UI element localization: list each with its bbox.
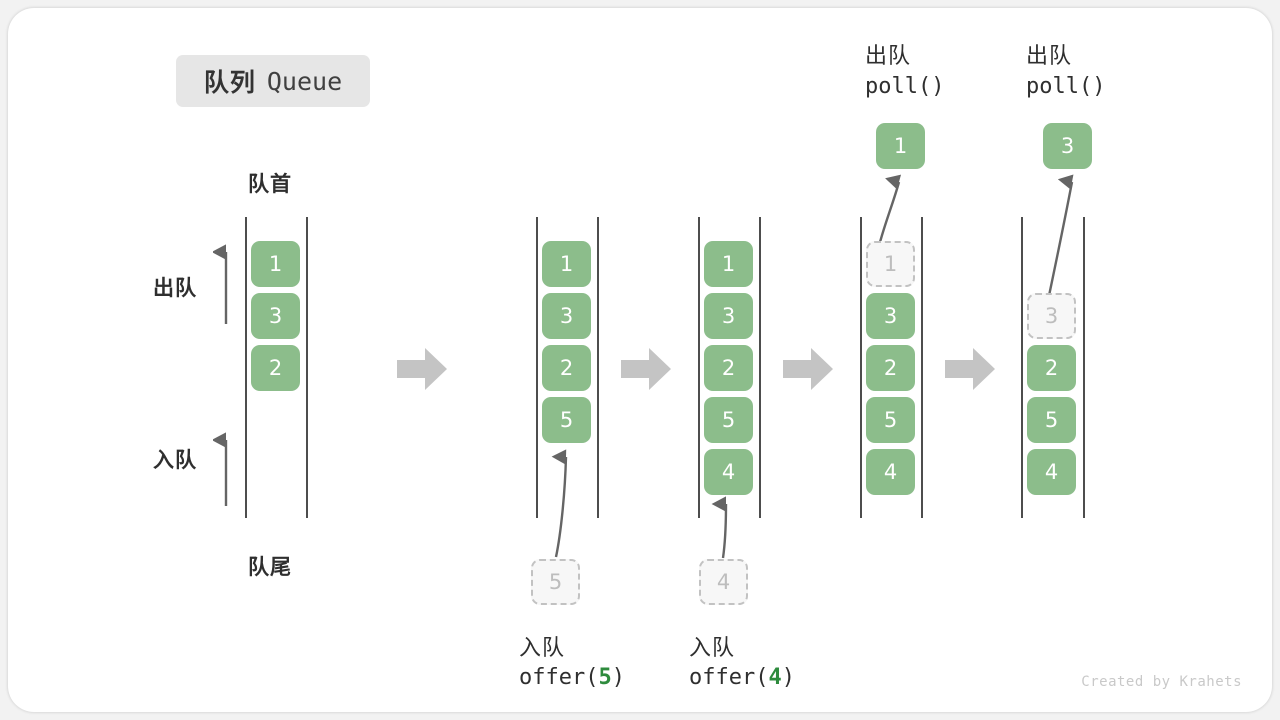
popped-element: 1: [876, 123, 925, 169]
queue-cell-removed: 1: [866, 241, 915, 287]
enqueue-flow-arrow-icon: [551, 449, 568, 558]
op-code-suffix: ): [931, 74, 945, 99]
queue-cell: 1: [704, 241, 753, 287]
enqueue-direction-arrow-icon: [213, 432, 228, 506]
queue-cell: 5: [1027, 397, 1076, 443]
operation-label-cn: 入队: [519, 635, 566, 660]
queue-cell: 5: [704, 397, 753, 443]
stage-transition-arrow-icon: [397, 348, 447, 390]
operation-label-code: offer(5): [519, 665, 625, 690]
operation-label-code: offer(4): [689, 665, 795, 690]
queue-rail-left: [536, 217, 538, 518]
queue-rail-left: [860, 217, 862, 518]
op-code-prefix: poll(: [865, 74, 932, 99]
op-code-suffix: ): [781, 665, 795, 690]
queue-tail-label: 队尾: [248, 556, 292, 579]
operation-label-cn: 出队: [1026, 43, 1073, 68]
queue-cell: 3: [704, 293, 753, 339]
queue-cell-new: 5: [542, 397, 591, 443]
stage-transition-arrow-icon: [783, 348, 833, 390]
queue-rail-right: [1083, 217, 1085, 518]
enqueue-direction-label: 入队: [153, 449, 197, 472]
op-code-prefix: offer(: [689, 665, 769, 690]
operation-label-code: poll(): [865, 74, 944, 99]
title-english: Queue: [266, 66, 343, 96]
operation-label-cn: 入队: [689, 635, 736, 660]
queue-cell: 2: [704, 345, 753, 391]
queue-rail-right: [306, 217, 308, 518]
title-chinese: 队列: [203, 69, 256, 97]
queue-cell: 2: [1027, 345, 1076, 391]
operation-label-code: poll(): [1026, 74, 1105, 99]
queue-rail-right: [759, 217, 761, 518]
queue-rail-right: [597, 217, 599, 518]
diagram-card: 队列 Queue 队首 队尾 出队 入队 1 3 2: [8, 8, 1272, 712]
queue-rail-right: [921, 217, 923, 518]
queue-rail-left: [1021, 217, 1023, 518]
queue-cell-new: 4: [704, 449, 753, 495]
incoming-element-ghost: 4: [699, 559, 748, 605]
popped-element: 3: [1043, 123, 1092, 169]
queue-cell: 2: [866, 345, 915, 391]
dequeue-direction-arrow-icon: [213, 244, 228, 324]
op-code-prefix: offer(: [519, 665, 599, 690]
op-code-arg: 5: [598, 665, 612, 690]
queue-cell: 4: [866, 449, 915, 495]
operation-label-cn: 出队: [865, 43, 912, 68]
queue-rail-left: [245, 217, 247, 518]
stage-transition-arrow-icon: [945, 348, 995, 390]
op-code-arg: 4: [768, 665, 782, 690]
enqueue-flow-arrow-icon: [711, 496, 728, 559]
queue-rail-left: [698, 217, 700, 518]
incoming-element-ghost: 5: [531, 559, 580, 605]
queue-cell: 1: [542, 241, 591, 287]
stage-transition-arrow-icon: [621, 348, 671, 390]
queue-cell: 4: [1027, 449, 1076, 495]
queue-cell: 3: [251, 293, 300, 339]
watermark-credit: Created by Krahets: [1081, 674, 1242, 690]
queue-cell: 3: [542, 293, 591, 339]
op-code-prefix: poll(: [1026, 74, 1093, 99]
diagram-title-chip: 队列 Queue: [176, 55, 370, 107]
queue-head-label: 队首: [248, 173, 292, 196]
queue-cell: 5: [866, 397, 915, 443]
queue-cell: 2: [542, 345, 591, 391]
op-code-suffix: ): [611, 665, 625, 690]
queue-cell: 2: [251, 345, 300, 391]
queue-cell-removed: 3: [1027, 293, 1076, 339]
op-code-suffix: ): [1092, 74, 1106, 99]
dequeue-direction-label: 出队: [153, 277, 197, 300]
queue-cell: 3: [866, 293, 915, 339]
queue-cell: 1: [251, 241, 300, 287]
